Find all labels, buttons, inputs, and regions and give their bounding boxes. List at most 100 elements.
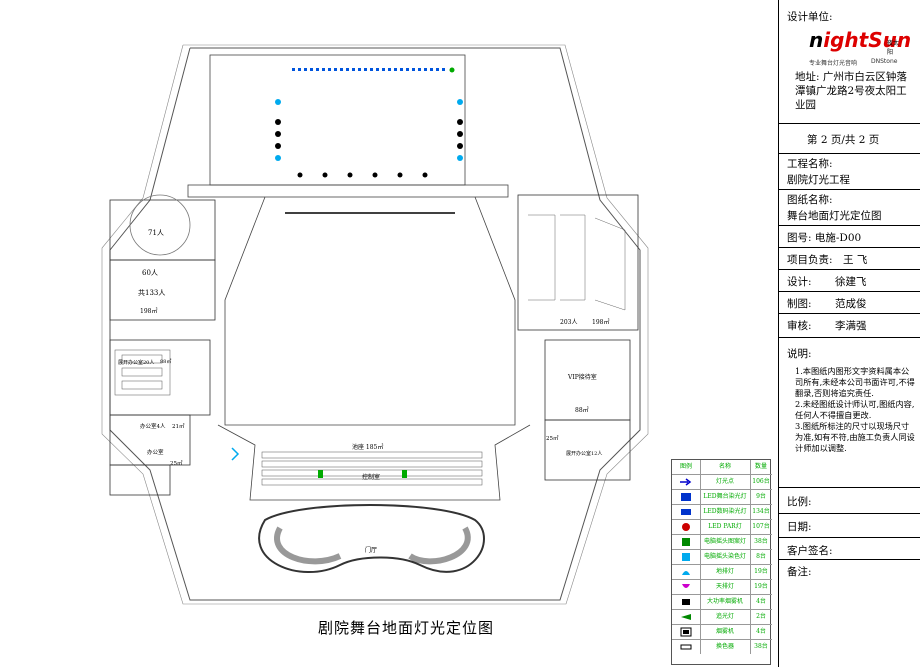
legend-item-qty: 4台 (756, 598, 766, 605)
note-item: 3.图纸所标注的尺寸以现场尺寸为准,如有不符,由施工负责人同设计师加以调整. (795, 421, 915, 453)
legend-item-name: 灯光点 (700, 475, 751, 489)
room-label-71: 71人 (148, 229, 164, 237)
legend-row: 电脑摇头图案灯 38台 (672, 535, 772, 550)
date-label: 日期: (787, 521, 812, 533)
remarks-label: 备注: (787, 566, 812, 578)
area-25-left: 25㎡ (170, 461, 183, 467)
moving-head-color-icon (682, 553, 690, 561)
floor-plan-svg (101, 44, 649, 605)
color-changer-icon (680, 644, 692, 650)
title-block: 设计单位: nightSun 夜太阳 专业舞台灯光音响 DNStone 地址: … (778, 0, 920, 667)
legend-header: 图例 名称 数量 (672, 460, 772, 475)
legend-row: 电脑摇头染色灯 8台 (672, 550, 772, 565)
moving-head-pattern-icon (682, 538, 690, 546)
legend-item-name: 烟雾机 (700, 625, 751, 639)
legend-row: 天排灯 19台 (672, 580, 772, 595)
legend-row: LED数码染光灯 134台 (672, 505, 772, 520)
legend-item-name: 天排灯 (700, 580, 751, 594)
drawing-name: 舞台地面灯光定位图 (787, 210, 882, 222)
legend-header-name: 名称 (700, 460, 751, 474)
legend-item-name: 电脑摇头染色灯 (700, 550, 751, 564)
legend-row: 换色器 38台 (672, 640, 772, 655)
control-room-label: 控制室 (362, 474, 381, 481)
designer-row: 设计: 徐建飞 (779, 270, 920, 292)
page-indicator: 第 2 页/共 2 页 (807, 134, 880, 146)
notes-list: 1.本图纸内图形文字资料属本公司所有,未经本公司书面许可,不得翻录,否则将追究责… (795, 366, 917, 454)
legend-item-qty: 134台 (752, 508, 770, 515)
legend-row: 灯光点 106台 (672, 475, 772, 490)
office-small-area: 21㎡ (172, 424, 185, 430)
legend-header-qty: 数量 (754, 463, 767, 470)
legend-item-qty: 38台 (754, 643, 768, 650)
led-stage-wash-icon (681, 493, 691, 501)
pool-seating-label: 池座 185㎡ (352, 444, 384, 451)
client-sign-row: 客户签名: (779, 538, 920, 560)
logo-subtitle-en: DNStone (871, 58, 898, 65)
project-row: 工程名称: 剧院灯光工程 (779, 154, 920, 190)
office-tiny-label: 办公室 (147, 450, 164, 456)
room-label-203: 203人 (560, 319, 578, 326)
design-label: 设计: (787, 276, 812, 288)
logo-text-n: n (809, 28, 824, 52)
sky-row-icon (682, 584, 690, 588)
room-area-left: 198㎡ (140, 308, 158, 315)
room-label-total: 共133人 (138, 289, 166, 297)
date-row: 日期: (779, 514, 920, 538)
led-par-icon (682, 523, 690, 531)
legend-item-qty: 19台 (754, 583, 768, 590)
legend-item-name: LED PAR灯 (700, 520, 751, 534)
fog-machine-large-icon (682, 599, 690, 605)
legend-item-qty: 19台 (754, 568, 768, 575)
legend-row: LED PAR灯 107台 (672, 520, 772, 535)
ground-row-icon (682, 571, 690, 575)
led-digital-wash-icon (681, 509, 691, 515)
office-left-area: 88㎡ (160, 359, 172, 365)
fog-machine-icon (680, 627, 692, 637)
vip-room-area: 88㎡ (575, 407, 589, 414)
lead-label: 项目负责: (787, 254, 833, 266)
client-sign-label: 客户签名: (787, 545, 833, 557)
drawing-name-label: 图纸名称: (787, 194, 833, 206)
scale-label: 比例: (787, 496, 812, 508)
legend-item-qty: 38台 (754, 538, 768, 545)
follow-spot-icon (681, 614, 691, 620)
arrow-light-icon (680, 478, 692, 486)
review-label: 审核: (787, 320, 812, 332)
legend-item-qty: 106台 (752, 478, 770, 485)
office-left-label: 展开办公室20人 (118, 360, 155, 366)
legend-item-qty: 107台 (752, 523, 770, 530)
company-address: 地址: 广州市白云区钟落潭镇广龙路2号夜太阳工业园 (795, 71, 907, 111)
drafter-name: 范成俊 (835, 298, 867, 310)
scale-row: 比例: (779, 488, 920, 514)
drawing-no-row: 图号: 电施-D00 (779, 226, 920, 248)
legend-item-qty: 9台 (756, 493, 766, 500)
company-logo: nightSun 夜太阳 (809, 28, 911, 58)
project-name-label: 工程名称: (787, 158, 833, 170)
notes-row: 说明: (779, 338, 920, 488)
design-unit-label: 设计单位: (787, 11, 833, 23)
legend-item-qty: 4台 (756, 628, 766, 635)
legend-row: LED舞台染光灯 9台 (672, 490, 772, 505)
legend-item-name: LED数码染光灯 (700, 505, 751, 519)
lighting-legend: 图例 名称 数量 灯光点 106台 LED舞台染光灯 9台 LED数码染光灯 1… (671, 459, 772, 665)
logo-text-main: ightSun (823, 28, 912, 52)
logo-cn: 夜太阳 (887, 40, 900, 56)
legend-row: 大功率烟雾机 4台 (672, 595, 772, 610)
project-name: 剧院灯光工程 (787, 174, 850, 186)
legend-row: 地排灯 19台 (672, 565, 772, 580)
legend-item-qty: 2台 (756, 613, 766, 620)
vip-room-label: VIP接待室 (568, 374, 597, 381)
legend-header-icon: 图例 (672, 460, 701, 474)
legend-item-qty: 8台 (756, 553, 766, 560)
reviewer-row: 审核: 李满强 (779, 314, 920, 338)
drawing-number: 图号: 电施-D00 (787, 232, 862, 244)
lead-name: 王 飞 (843, 254, 868, 266)
legend-item-name: 地排灯 (700, 565, 751, 579)
lead-row: 项目负责: 王 飞 (779, 248, 920, 270)
lobby-label: 门厅 (365, 547, 378, 554)
legend-item-name: 电脑摇头图案灯 (700, 535, 751, 549)
note-item: 2.未经图纸设计师认可,图纸内容,任何人不得擅自更改. (795, 399, 915, 420)
floor-plan: 71人 60人 共133人 198㎡ 203人 198㎡ VIP接待室 88㎡ … (101, 44, 649, 637)
drawing-caption: 剧院舞台地面灯光定位图 (318, 619, 495, 637)
